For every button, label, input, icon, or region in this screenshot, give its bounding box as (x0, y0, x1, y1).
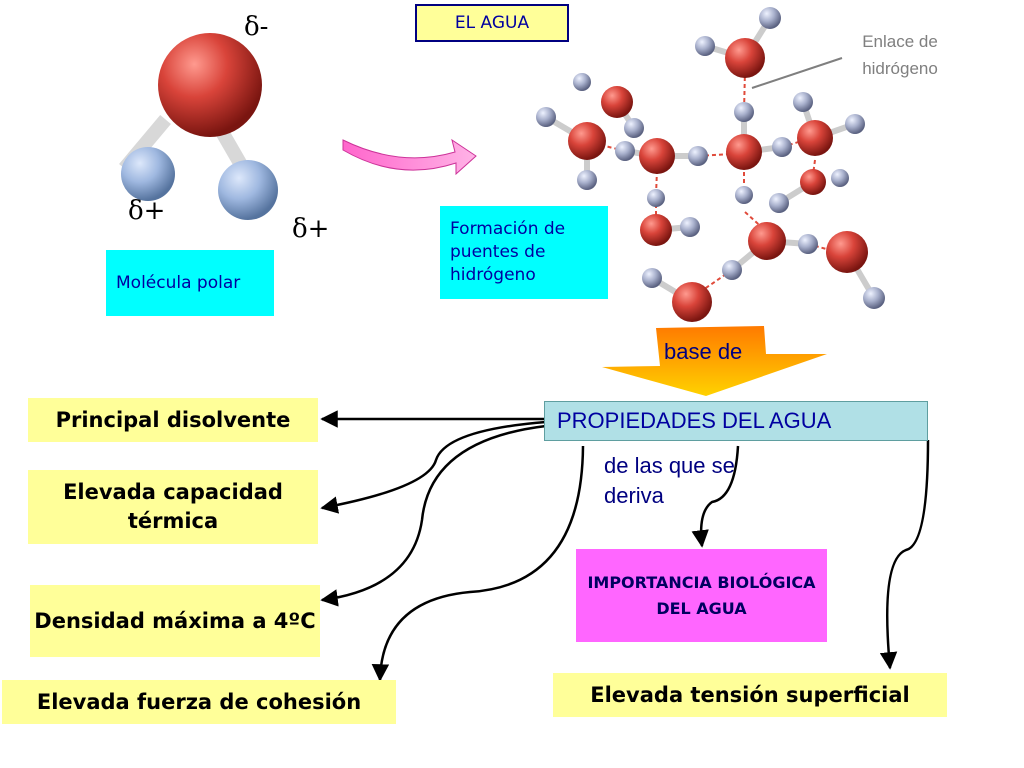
delta-plus-left-label: δ+ (128, 196, 166, 226)
property-disolvente: Principal disolvente (28, 398, 318, 442)
hydrogen-bond-network (536, 7, 885, 322)
enlace-callout-line (751, 57, 843, 89)
water-molecule (119, 33, 278, 220)
delta-plus-right-label: δ+ (292, 214, 330, 244)
property-cohesion: Elevada fuerza de cohesión (2, 680, 396, 724)
hbond-formation-caption: Formación de puentes de hidrógeno (440, 206, 608, 299)
transition-arrow (342, 138, 477, 176)
page-title: EL AGUA (415, 4, 569, 42)
base-arrow (602, 326, 827, 396)
connector-arrows (320, 410, 930, 682)
hydrogen-atom (218, 160, 278, 220)
properties-box: PROPIEDADES DEL AGUA (544, 401, 928, 441)
hydrogen-atom (121, 147, 175, 201)
derive-label: de las que se deriva (604, 453, 735, 508)
property-tension-superficial: Elevada tensión superficial (553, 673, 947, 717)
property-densidad: Densidad máxima a 4ºC (30, 585, 320, 657)
property-capacidad-termica: Elevada capacidad térmica (28, 470, 318, 544)
arrow-to-termica (320, 420, 547, 514)
polar-molecule-caption: Molécula polar (106, 250, 274, 316)
biological-importance-box: IMPORTANCIA BIOLÓGICA DEL AGUA (576, 549, 827, 642)
oxygen-atom (158, 33, 262, 137)
delta-minus-label: δ- (244, 12, 269, 42)
arrow-to-tension (879, 439, 930, 670)
arrow-to-cohesion (371, 445, 585, 682)
arrow-to-densidad (320, 424, 547, 607)
arrow-to-importancia (691, 445, 740, 548)
hydrogen-bond-label: Enlace de hidrógeno (862, 32, 938, 78)
base-de-label: base de (664, 339, 743, 364)
